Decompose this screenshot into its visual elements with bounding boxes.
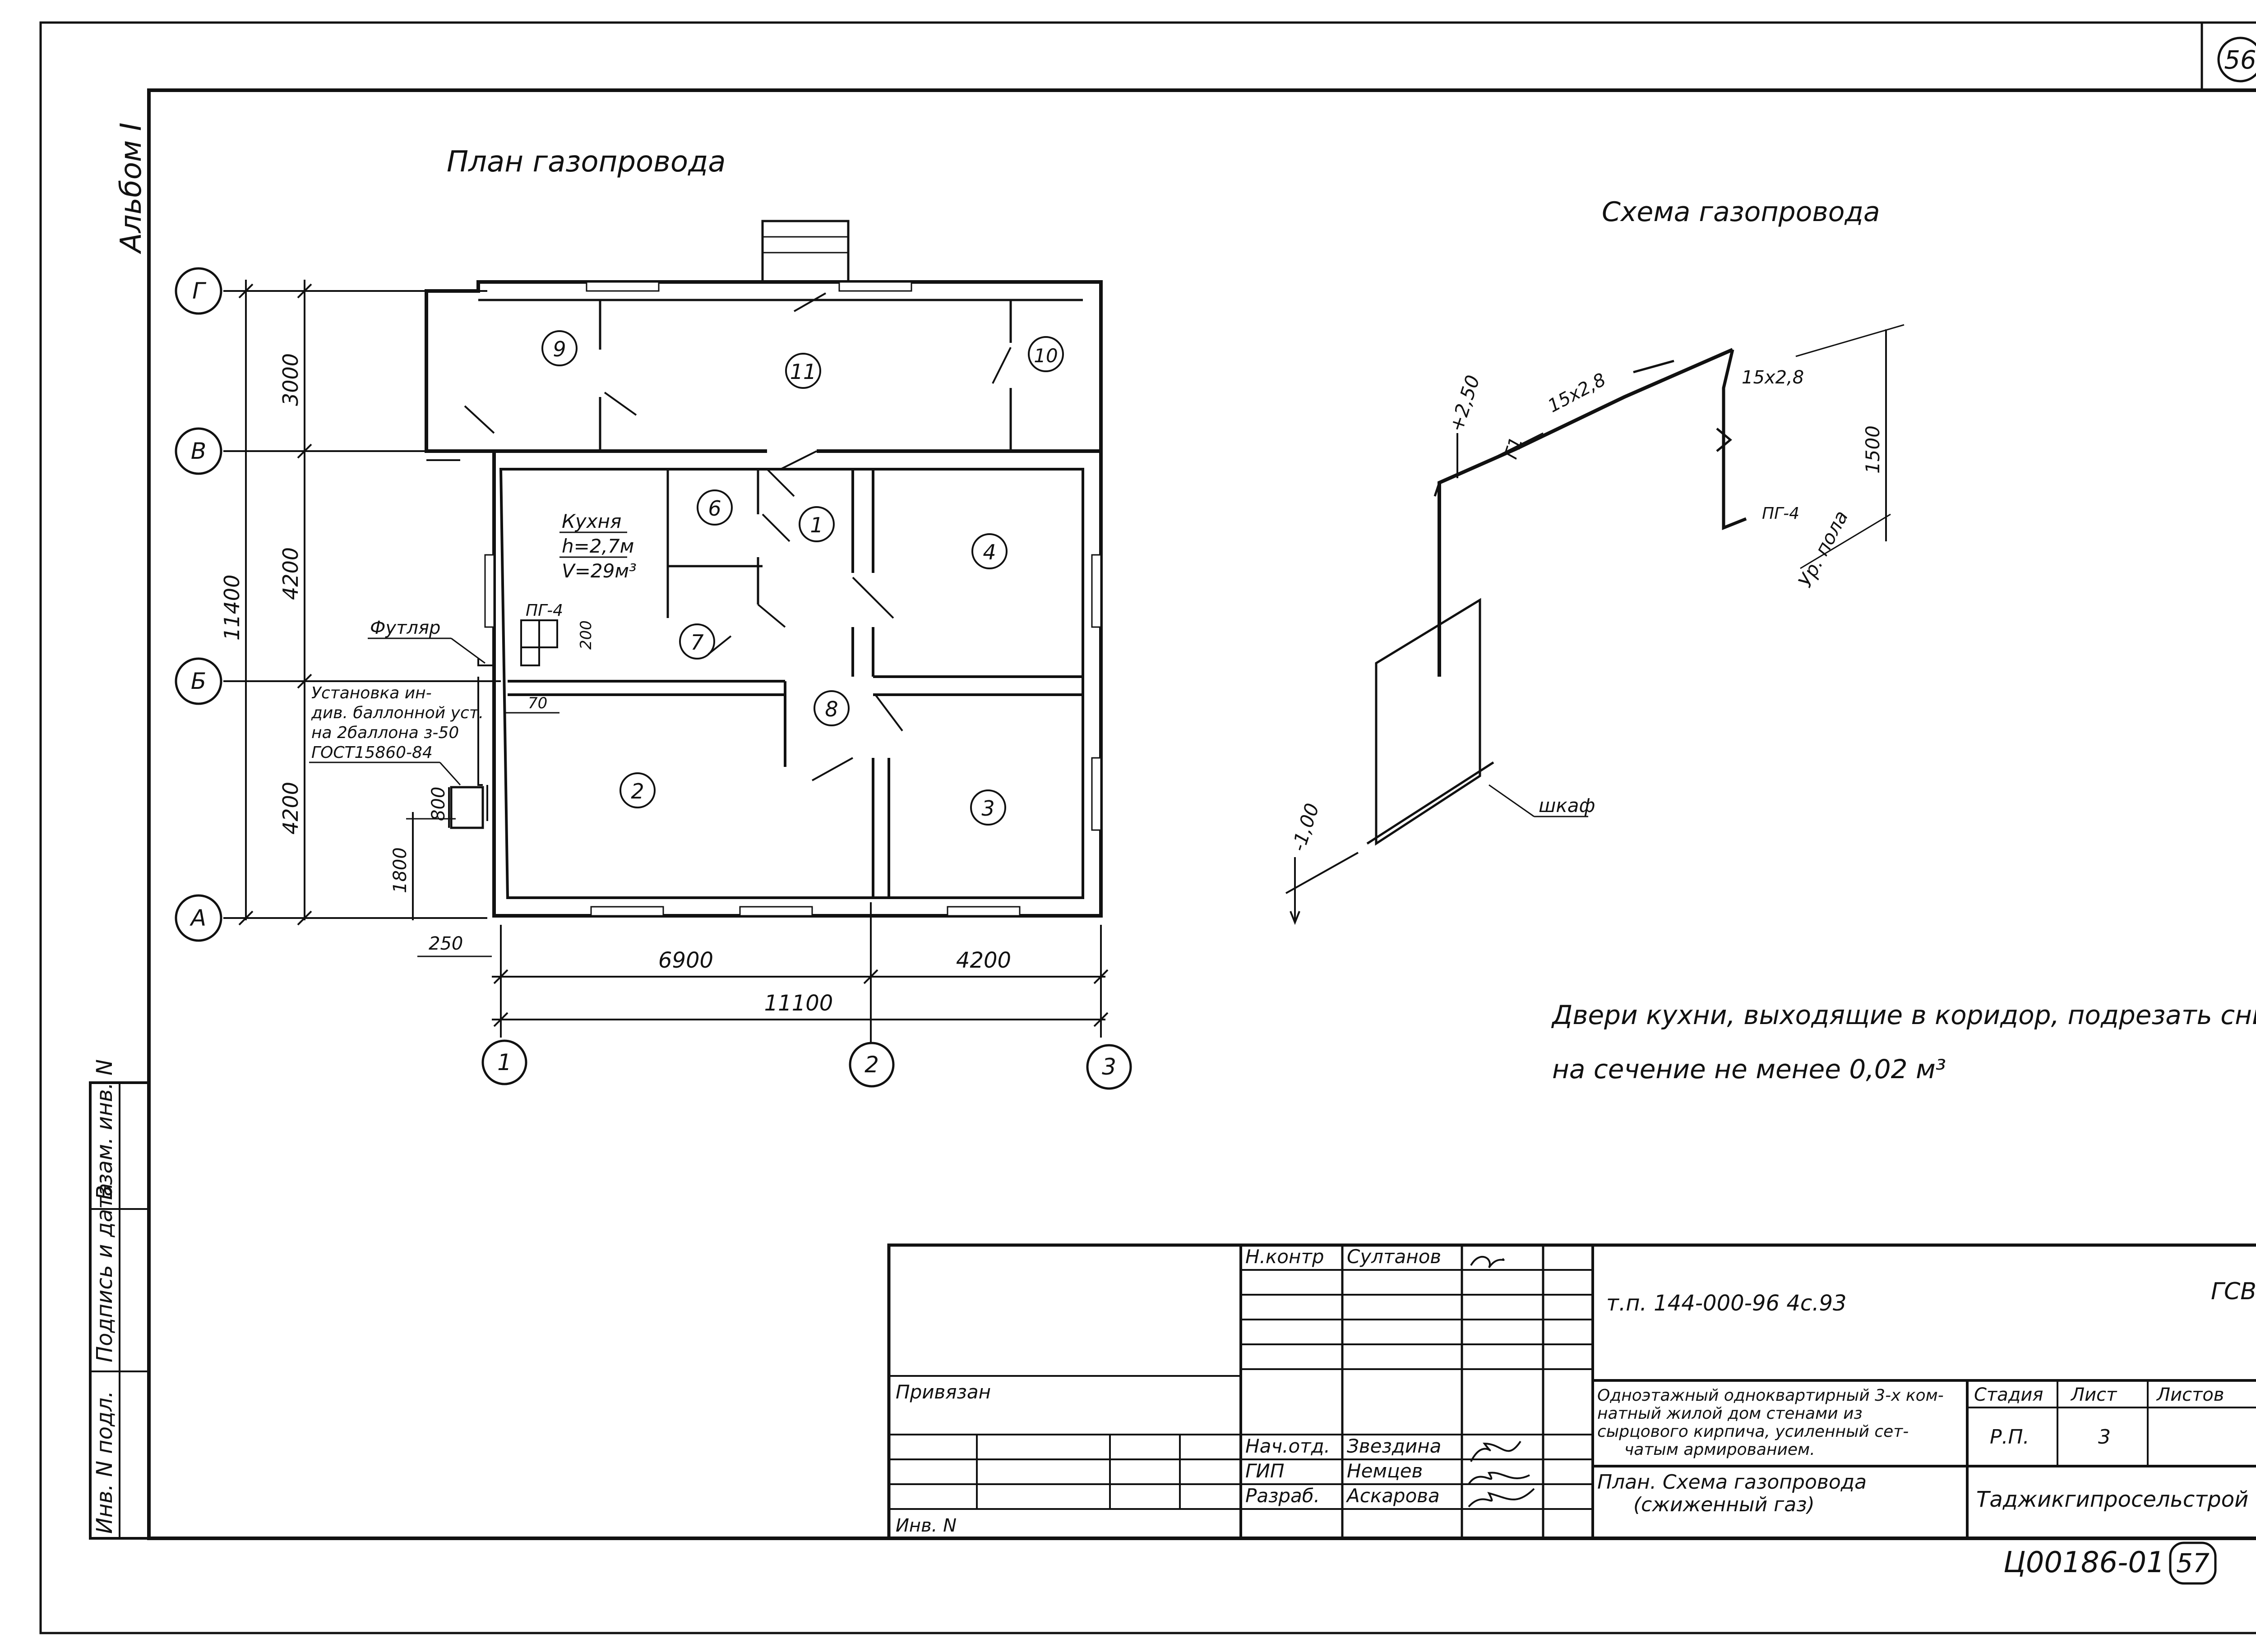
axis-1: 1 (497, 1049, 512, 1075)
dim-1500: 1500 (1862, 425, 1884, 474)
vertical-dimensions: 11400 3000 4200 4200 1800 800 (220, 280, 456, 926)
room-markers: 11 9 10 6 1 4 7 8 2 3 (541, 330, 1064, 826)
sheet-name-2: (сжиженный газ) (1633, 1493, 1815, 1516)
plan-title: План газопровода (447, 145, 726, 179)
page-number: 56 (2224, 46, 2256, 75)
sheet-label: Лист (2070, 1384, 2117, 1405)
axis-gridlines (223, 290, 1102, 1042)
doc-mark: ГСВ (2211, 1278, 2256, 1305)
stage-value: Р.П. (1990, 1426, 2029, 1449)
room-2: 2 (631, 779, 644, 803)
room-3: 3 (981, 796, 994, 821)
bottom-page-number: 57 (2176, 1548, 2210, 1578)
kitchen-name: Кухня (562, 510, 621, 532)
axis-a: А (190, 905, 206, 931)
label-install-2: див. баллонной уст. (311, 704, 484, 722)
dim-4200-h: 4200 (956, 948, 1011, 973)
plan-callouts: Футляр ПГ-4 200 70 Установка ин- див. ба… (309, 601, 595, 786)
title-block-grid (887, 1243, 2256, 1540)
note-line-1: Двери кухни, выходящие в коридор, подрез… (1551, 1000, 2256, 1030)
level-bottom: -1,00 (1287, 801, 1323, 854)
dim-4200-top: 4200 (278, 547, 303, 600)
label-install-1: Установка ин- (311, 684, 432, 702)
dim-3000: 3000 (278, 353, 303, 406)
album-label: Альбом I (115, 122, 148, 254)
dim-250: 250 (429, 933, 463, 954)
bottom-page-badge: 57 (2169, 1541, 2217, 1585)
room-8: 8 (825, 697, 838, 721)
gas-pipe-scheme (1285, 324, 1905, 925)
stage-label: Стадия (1974, 1384, 2043, 1405)
axis-3: 3 (1102, 1054, 1116, 1080)
name-askarova: Аскарова (1345, 1485, 1440, 1507)
description-4: чатым армированием. (1624, 1440, 1815, 1459)
sheet-name-1: План. Схема газопровода (1597, 1471, 1867, 1494)
role-razrab: Разраб. (1245, 1485, 1320, 1507)
description-2: натный жилой дом стенами из (1597, 1404, 1863, 1423)
axis-b: Б (191, 668, 206, 694)
building-walls (425, 220, 1103, 918)
privyazan-label: Привязан (896, 1381, 991, 1403)
room-10: 10 (1034, 345, 1058, 367)
axis-v: В (191, 438, 206, 464)
dim-6900: 6900 (658, 948, 713, 973)
kitchen-volume: V=29м³ (562, 560, 637, 582)
scheme-title: Схема газопровода (1602, 196, 1880, 228)
label-pg4-scheme: ПГ-4 (1762, 504, 1799, 523)
role-gip: ГИП (1245, 1460, 1284, 1482)
label-pg4-plan: ПГ-4 (526, 601, 563, 620)
page-number-badge: 56 (2217, 37, 2256, 83)
axis-markers: Г В Б А 1 2 3 (175, 267, 1132, 1090)
room-9: 9 (553, 337, 566, 361)
description-3: сырцового кирпича, усиленный сет- (1597, 1422, 1909, 1441)
dim-total-v: 11400 (220, 575, 244, 641)
horizontal-dimensions: 6900 4200 11100 250 (417, 933, 1109, 1027)
axis-g: Г (192, 278, 207, 304)
title-block-text: Н.контр Султанов Нач.отд. Звездина ГИП Н… (896, 1246, 2256, 1536)
note-line-2: на сечение не менее 0,02 м³ (1552, 1054, 1946, 1084)
room-4: 4 (983, 540, 996, 564)
signatures (1468, 1255, 1535, 1508)
label-futlyar: Футляр (370, 618, 440, 638)
doc-code: Ц00186-01 (2003, 1546, 2165, 1579)
name-zvezdina: Звездина (1347, 1435, 1441, 1457)
sheet-number: 3 (2098, 1426, 2111, 1449)
pipe-dim-2: 15х2,8 (1742, 367, 1804, 388)
role-n-kontr: Н.контр (1245, 1246, 1324, 1268)
role-nach-otd: Нач.отд. (1245, 1435, 1330, 1457)
room-6: 6 (708, 496, 721, 521)
room-7: 7 (690, 630, 703, 655)
side-stamp-inv: Инв. N подл. (92, 1391, 117, 1534)
dim-1800: 1800 (390, 847, 411, 893)
side-stamp: Инв. N подл. Подпись и дата Взам. инв. N (89, 1059, 150, 1540)
name-sultanov: Султанов (1347, 1246, 1441, 1268)
room-11: 11 (790, 360, 817, 384)
level-top: +2,50 (1445, 373, 1484, 435)
description-1: Одноэтажный одноквартирный 3-х ком- (1597, 1386, 1944, 1405)
cabinet-label: шкаф (1539, 794, 1595, 817)
organization: Таджикгипросельстрой (1976, 1487, 2248, 1512)
side-stamp-replace: Взам. инв. N (92, 1059, 117, 1200)
doc-number: т.п. 144-000-96 4с.93 (1606, 1291, 1847, 1316)
label-install-4: ГОСТ15860-84 (311, 743, 433, 762)
inv-n-label: Инв. N (896, 1515, 957, 1536)
floor-level: Ур. пола (1794, 507, 1853, 591)
kitchen-label: Кухня h=2,7м V=29м³ (559, 510, 637, 582)
dim-11100: 11100 (764, 991, 833, 1016)
name-nemtsev: Немцев (1347, 1460, 1423, 1482)
side-stamp-signature: Подпись и дата (92, 1183, 117, 1362)
label-install-3: на 2баллона з-50 (311, 724, 459, 742)
pipe-g1: Г1 (1501, 434, 1527, 461)
dim-800: 800 (428, 787, 449, 821)
dim-4200-bottom: 4200 (278, 782, 303, 835)
kitchen-height: h=2,7м (562, 535, 634, 557)
label-200: 200 (577, 620, 595, 650)
room-1: 1 (810, 513, 823, 537)
sheets-label: Листов (2156, 1384, 2224, 1405)
label-70: 70 (528, 694, 547, 712)
axis-2: 2 (864, 1052, 879, 1078)
